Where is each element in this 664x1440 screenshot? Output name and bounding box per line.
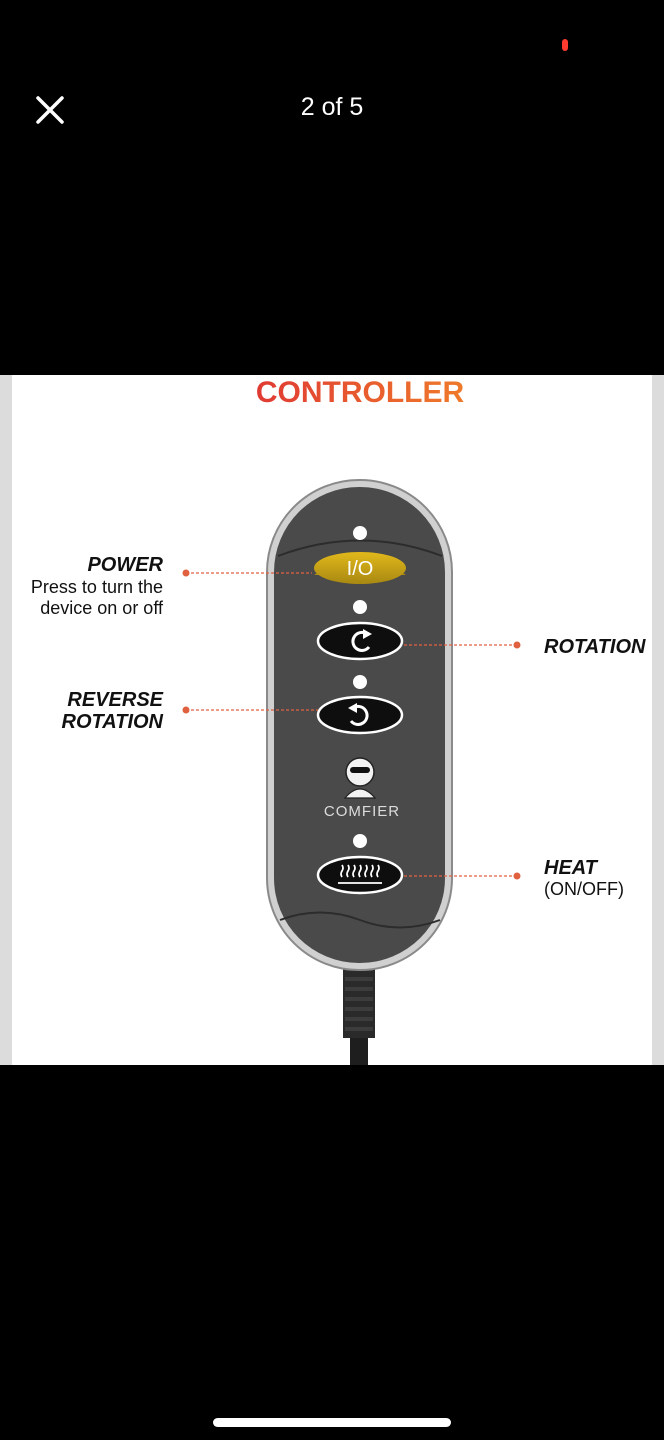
heat-led [353, 834, 367, 848]
rotation-led [353, 600, 367, 614]
leader-dots [182, 569, 521, 880]
rotate-clockwise-icon [351, 629, 372, 652]
rotation-label: ROTATION [544, 636, 646, 658]
power-led [353, 526, 367, 540]
recording-indicator [562, 39, 568, 51]
close-icon [36, 96, 64, 124]
power-button[interactable]: I/O [314, 552, 406, 584]
rotation-button[interactable] [316, 621, 404, 661]
reverse-rotation-label-line2: ROTATION [62, 711, 164, 733]
rotate-counterclockwise-icon [348, 703, 369, 726]
reverse-led [353, 675, 367, 689]
close-button[interactable] [30, 90, 70, 130]
heat-waves-icon [338, 864, 382, 884]
remote-cable [343, 960, 375, 1065]
brand-mascot-icon [343, 757, 377, 799]
reverse-rotation-label-line1: REVERSE [67, 689, 163, 711]
reverse-rotation-button[interactable] [316, 695, 404, 735]
heat-button[interactable] [316, 855, 404, 895]
product-image[interactable]: CONTROLLER I/O [0, 375, 664, 1065]
power-description-line1: Press to turn the [31, 577, 163, 597]
power-description-line2: device on or off [40, 598, 164, 618]
power-label: POWER [87, 554, 163, 576]
heat-description: (ON/OFF) [544, 879, 624, 899]
viewer-top-bar: 2 of 5 [0, 0, 664, 375]
home-indicator[interactable] [213, 1418, 451, 1427]
image-counter: 2 of 5 [300, 93, 364, 121]
power-button-label: I/O [347, 558, 374, 580]
controller-title: CONTROLLER [256, 376, 465, 409]
brand-name: COMFIER [324, 803, 400, 820]
heat-label: HEAT [544, 857, 599, 879]
leader-lines [186, 572, 517, 877]
